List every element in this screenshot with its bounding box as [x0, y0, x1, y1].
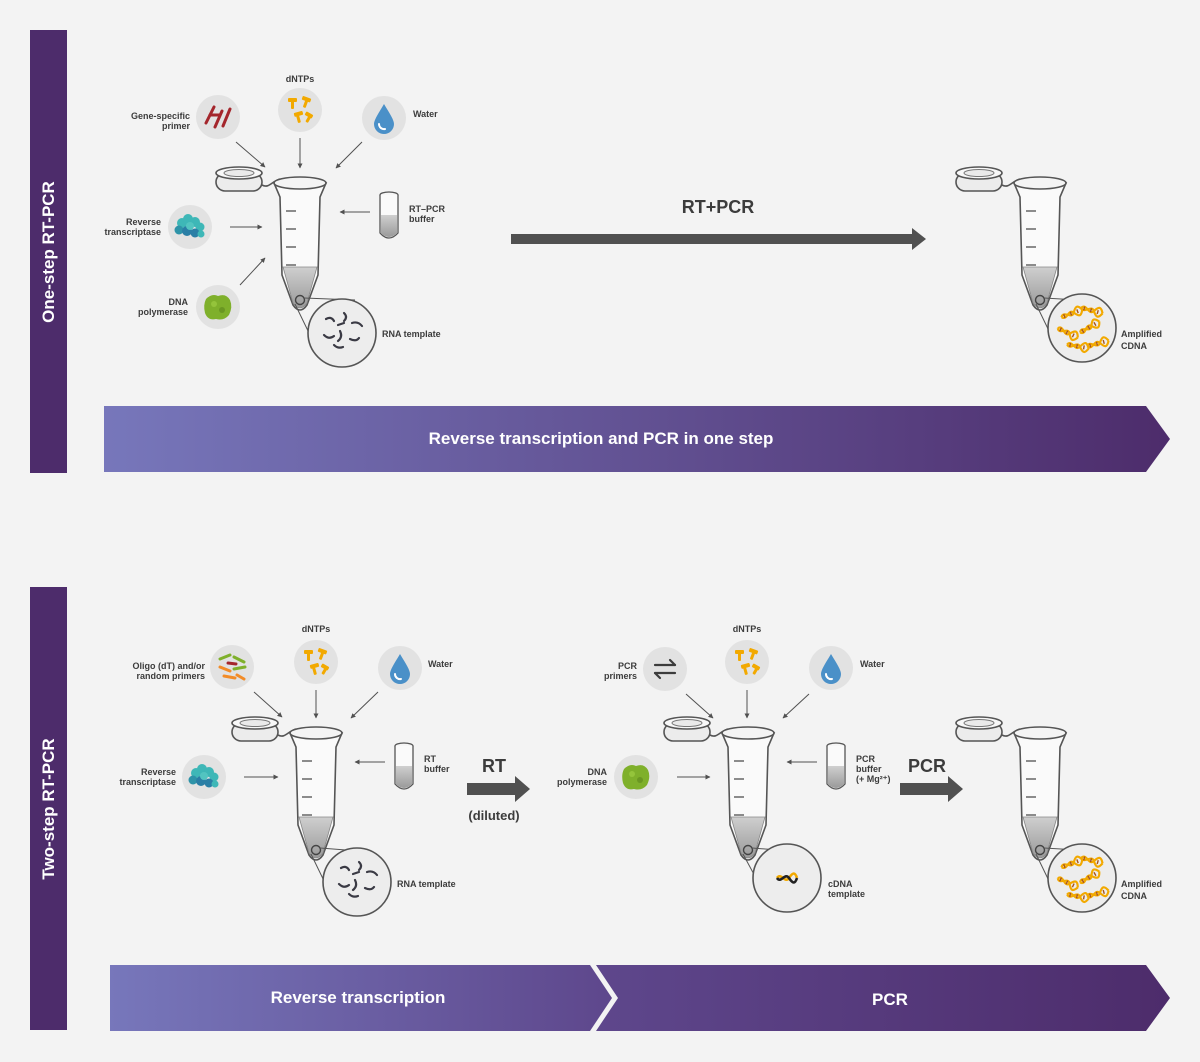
- oligo-primers-icon: [210, 645, 254, 689]
- rt-step-label: RT: [482, 756, 506, 776]
- pcr-band-label: PCR: [872, 990, 908, 1009]
- water-icon-rt: [378, 646, 422, 690]
- water-icon: [362, 96, 406, 140]
- water-label: Water: [413, 109, 438, 119]
- rt-step-sublabel: (diluted): [468, 808, 519, 823]
- dntps-icon-rt: [294, 640, 338, 684]
- pcr-reaction-tube: [663, 716, 775, 861]
- one-step-sidebar: [30, 30, 67, 473]
- pcr-band: [596, 965, 1170, 1031]
- water-label-rt: Water: [428, 659, 453, 669]
- dntps-label: dNTPs: [286, 74, 315, 84]
- one-step-band-label: Reverse transcription and PCR in one ste…: [429, 429, 774, 448]
- amplified-cdna-zoom: [1047, 293, 1117, 363]
- amplified-cdna-zoom-two-step: [1047, 843, 1117, 913]
- rt-pcr-buffer-vial-icon: [379, 191, 399, 239]
- rt-band-label: Reverse transcription: [271, 988, 446, 1007]
- pcr-step-arrow: [900, 776, 963, 802]
- pcr-buffer-vial-icon: [826, 742, 846, 790]
- dntps-icon-pcr: [725, 640, 769, 684]
- one-step-side-label: One-step RT-PCR: [39, 181, 58, 323]
- rt-step-arrow: [467, 776, 530, 802]
- rt-pcr-step-arrow: [511, 228, 926, 250]
- reverse-transcriptase-icon: [168, 205, 212, 249]
- rna-template-zoom: [307, 298, 377, 368]
- gene-primer-icon: [196, 95, 240, 139]
- water-icon-pcr: [809, 646, 853, 690]
- dna-polymerase-icon-pcr: [614, 755, 658, 799]
- product-tube-two-step: [955, 716, 1067, 861]
- water-label-pcr: Water: [860, 659, 885, 669]
- rt-band: [110, 965, 612, 1031]
- pcr-primers-icon: [643, 647, 687, 691]
- rna-template-label: RNA template: [382, 329, 441, 339]
- dntps-icon: [278, 88, 322, 132]
- dna-polymerase-icon: [196, 285, 240, 329]
- pcr-step-label: PCR: [908, 756, 946, 776]
- rna-template-label-rt: RNA template: [397, 879, 456, 889]
- dntps-label-pcr: dNTPs: [733, 624, 762, 634]
- product-tube: [955, 166, 1067, 311]
- rt-buffer-vial-icon: [394, 742, 414, 790]
- two-step-sidebar: [30, 587, 67, 1030]
- two-step-side-label: Two-step RT-PCR: [39, 738, 58, 879]
- reaction-tube: [215, 166, 327, 311]
- one-step-band: [104, 406, 1170, 472]
- reverse-transcriptase-icon-rt: [182, 755, 226, 799]
- reagent-arrows: [230, 138, 370, 286]
- rt-reaction-tube: [231, 716, 343, 861]
- cdna-template-zoom: [752, 843, 822, 913]
- reagent-arrows-rt: [244, 690, 385, 780]
- reagent-arrows-pcr: [677, 690, 817, 780]
- rt-pcr-step-label: RT+PCR: [682, 197, 755, 217]
- dntps-label-rt: dNTPs: [302, 624, 331, 634]
- rna-template-zoom-rt: [322, 847, 392, 917]
